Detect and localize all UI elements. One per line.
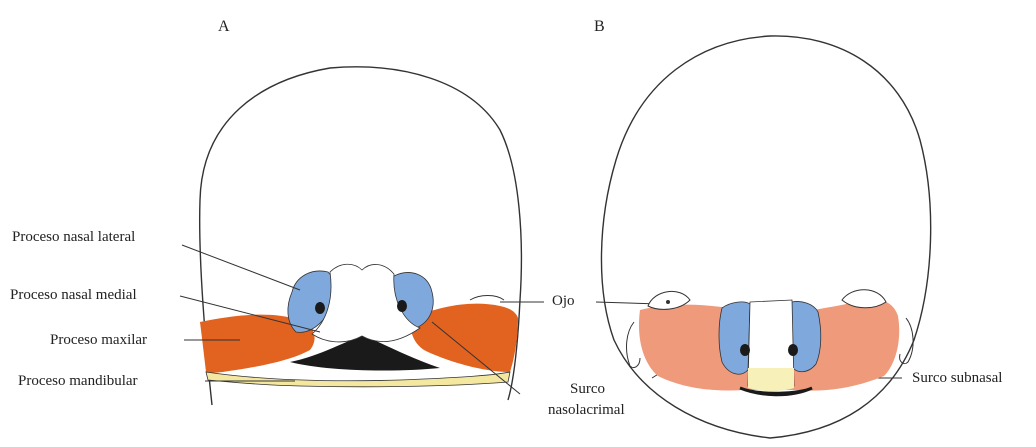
label-medial-nasal: Proceso nasal medial bbox=[10, 286, 137, 304]
panel-b-nostril-right bbox=[788, 344, 798, 356]
leader-lateral-nasal bbox=[182, 245, 300, 290]
label-nasolacrimal-2: nasolacrimal bbox=[548, 401, 625, 419]
label-nasolacrimal-1: Surco bbox=[570, 380, 605, 398]
panel-b-nostril-left bbox=[740, 344, 750, 356]
panel-b-lateral-nasal-left bbox=[719, 302, 750, 374]
label-eye: Ojo bbox=[552, 292, 575, 310]
label-maxillary: Proceso maxilar bbox=[50, 331, 147, 349]
label-subnasal: Surco subnasal bbox=[912, 369, 1002, 387]
panel-b-lateral-nasal-right bbox=[792, 301, 821, 371]
panel-b-letter: B bbox=[594, 18, 605, 36]
panel-b-ear-left bbox=[627, 322, 640, 368]
panel-a-drawing bbox=[200, 67, 522, 405]
panel-a-mandibular bbox=[206, 372, 510, 387]
panel-b-subnasal-groove bbox=[748, 368, 794, 391]
label-lateral-nasal: Proceso nasal lateral bbox=[12, 228, 135, 246]
panel-a-nasal-pit-right bbox=[397, 300, 407, 312]
panel-a-letter: A bbox=[218, 18, 230, 36]
panel-a-eye bbox=[470, 296, 504, 301]
panel-a-nasal-pit-left bbox=[315, 302, 325, 314]
label-mandibular: Proceso mandibular bbox=[18, 372, 138, 390]
